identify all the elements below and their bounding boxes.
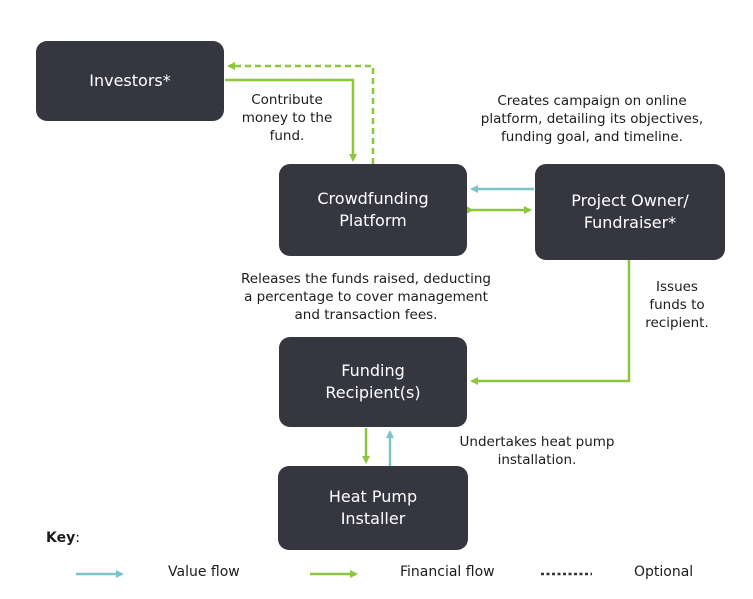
node-funding-recipient: Funding Recipient(s) bbox=[279, 337, 467, 427]
label-contribute: Contribute money to the fund. bbox=[232, 91, 342, 145]
arrow-owner-to-recipient bbox=[470, 260, 631, 385]
label-issues-line-1: Issues bbox=[656, 279, 698, 295]
node-platform-line-1: Crowdfunding bbox=[317, 189, 429, 208]
arrow-platform-to-investors-optional bbox=[227, 62, 375, 164]
label-campaign-line-3: funding goal, and timeline. bbox=[501, 129, 683, 145]
key-title: Key: bbox=[46, 530, 80, 546]
label-issues-line-3: recipient. bbox=[645, 315, 709, 331]
node-platform-line-2: Platform bbox=[339, 211, 407, 230]
label-contribute-line-1: Contribute bbox=[251, 92, 323, 108]
node-recipient-line-1: Funding bbox=[341, 361, 405, 380]
label-contribute-line-3: fund. bbox=[269, 128, 305, 144]
key-title-text: Key bbox=[46, 530, 76, 546]
label-campaign-line-2: platform, detailing its objectives, bbox=[480, 111, 704, 127]
key-optional-label: Optional bbox=[634, 564, 694, 580]
label-issues-line-2: funds to bbox=[649, 297, 705, 313]
node-owner-line-2: Fundraiser* bbox=[583, 213, 677, 232]
node-recipient-line-2: Recipient(s) bbox=[325, 383, 421, 402]
label-releases-line-1: Releases the funds raised, deducting bbox=[241, 271, 491, 287]
node-investors-label: Investors* bbox=[89, 71, 171, 90]
node-crowdfunding-platform: Crowdfunding Platform bbox=[279, 164, 467, 256]
node-owner-line-1: Project Owner/ bbox=[571, 191, 689, 210]
label-undertakes-installation: Undertakes heat pump installation. bbox=[447, 433, 627, 469]
label-undertakes-line-2: installation. bbox=[497, 452, 577, 468]
label-releases-line-3: and transaction fees. bbox=[294, 307, 438, 323]
label-releases-line-2: a percentage to cover management bbox=[244, 289, 488, 305]
label-undertakes-line-1: Undertakes heat pump bbox=[459, 434, 615, 450]
node-heat-pump-installer: Heat Pump Installer bbox=[278, 466, 468, 550]
key-title-colon: : bbox=[75, 530, 80, 546]
label-creates-campaign: Creates campaign on online platform, det… bbox=[462, 92, 722, 146]
label-releases-funds: Releases the funds raised, deducting a p… bbox=[226, 270, 506, 324]
label-issues-funds: Issues funds to recipient. bbox=[632, 278, 722, 332]
node-project-owner: Project Owner/ Fundraiser* bbox=[535, 164, 725, 260]
label-campaign-line-1: Creates campaign on online bbox=[497, 93, 687, 109]
node-installer-line-1: Heat Pump bbox=[328, 487, 418, 506]
label-contribute-line-2: money to the bbox=[241, 110, 333, 126]
key-financial-flow-label: Financial flow bbox=[400, 564, 495, 580]
key-value-flow-label: Value flow bbox=[168, 564, 240, 580]
arrow-investors-to-platform bbox=[225, 78, 357, 162]
node-installer-line-2: Installer bbox=[340, 509, 406, 528]
node-investors: Investors* bbox=[36, 41, 224, 121]
